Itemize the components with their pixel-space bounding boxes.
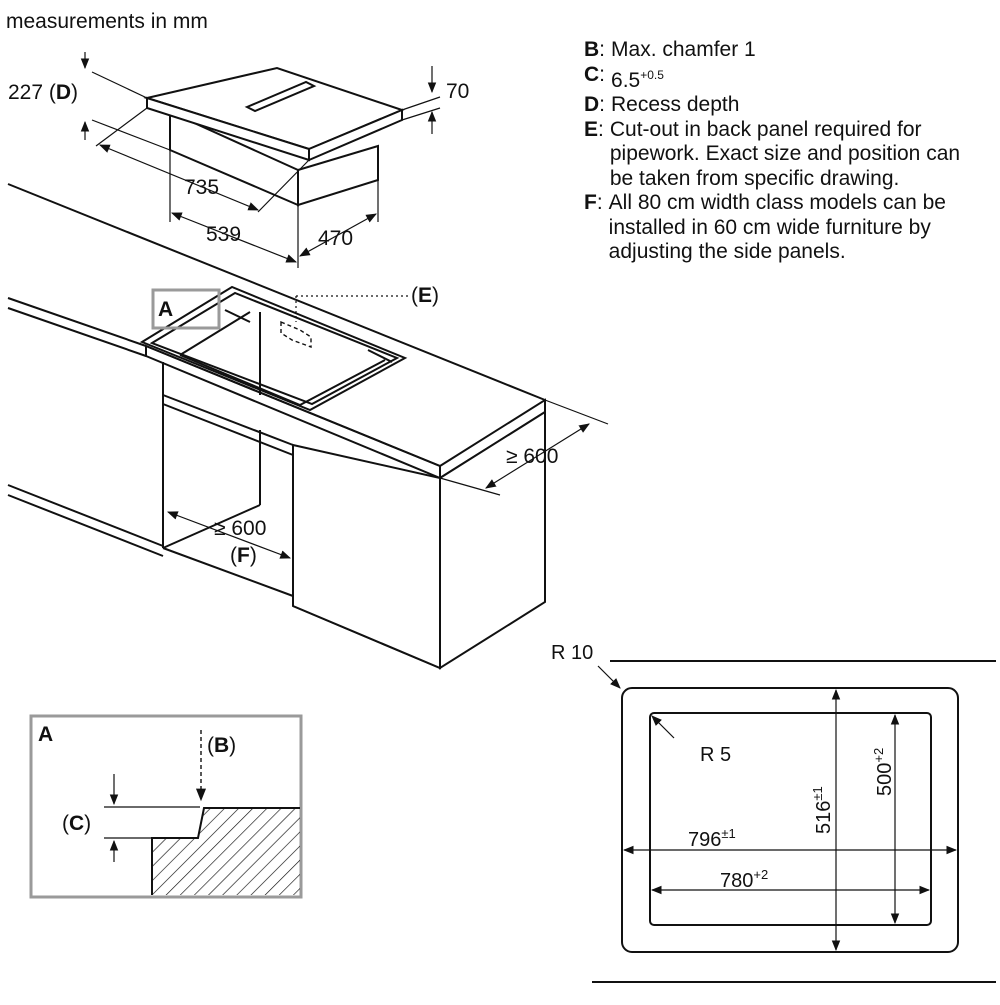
hob-width-label: 735	[184, 176, 219, 199]
inner-cutout-outline	[649, 712, 932, 926]
worktop-depth-dimension-line	[485, 423, 590, 489]
chamfer-ref-label: (B)	[207, 734, 236, 757]
step-ref-label: (C)	[62, 812, 91, 835]
detail-a: A (B) (C)	[29, 714, 303, 899]
back-panel-cutout	[280, 320, 312, 349]
inner-width-label: 780+2	[720, 867, 768, 892]
outer-radius-leader	[597, 665, 621, 689]
hob-drawing: 227 (D) 70 735 539 470	[8, 52, 469, 268]
cabinet-width-label: ≥ 600	[214, 517, 266, 540]
cutout-depth-dimension-line	[299, 213, 377, 257]
back-panel-ref-label: (E)	[411, 284, 439, 307]
cabinet-width-ref-label: (F)	[230, 544, 257, 567]
detail-a-title: A	[38, 723, 53, 746]
legend-item-d: D: Recess depth	[584, 93, 740, 116]
legend-item-c: C: 6.5+0.5	[584, 62, 664, 92]
cutout-width-dimension-line	[170, 212, 298, 263]
legend-item-f: F: All 80 cm width class models can be i…	[584, 191, 946, 263]
outer-radius-label: R 10	[551, 642, 593, 664]
inner-radius-label: R 5	[700, 744, 731, 766]
legend: B: Max. chamfer 1 C: 6.5+0.5 D: Recess d…	[584, 38, 994, 265]
legend-item-b: B: Max. chamfer 1	[584, 38, 756, 61]
cabinet-drawing: A (E) ≥ 600 ≥ 600 (F)	[7, 183, 609, 670]
worktop-section-edge	[151, 807, 300, 895]
outer-width-label: 796±1	[688, 826, 736, 851]
cutout-plan: R 10 R 5 796±1 780+2 516±1 500+2	[551, 642, 996, 983]
cutout-depth-label: 470	[318, 227, 353, 250]
worktop-cutout-outer	[139, 285, 408, 412]
width-dimension-line	[99, 144, 259, 211]
depth-d-label: 227 (D)	[8, 81, 78, 104]
outer-cutout-outline	[621, 687, 959, 953]
hob-height-label: 70	[446, 80, 469, 103]
cutout-width-label: 539	[206, 223, 241, 246]
worktop-cutout-inner	[149, 291, 400, 406]
vent-slot	[244, 80, 317, 113]
legend-item-e: E: Cut-out in back panel required for pi…	[584, 117, 961, 190]
detail-a-frame	[29, 714, 303, 899]
detail-a-marker	[151, 288, 221, 330]
worktop-section-hatch	[152, 808, 300, 895]
outer-depth-label: 516±1	[810, 786, 835, 834]
inner-depth-label: 500+2	[871, 748, 896, 796]
units-note: measurements in mm	[6, 10, 208, 33]
cabinet-front-panel	[292, 443, 441, 670]
worktop-depth-label: ≥ 600	[506, 445, 558, 468]
detail-a-marker-label: A	[158, 298, 173, 321]
cabinet-width-dimension-line	[166, 511, 292, 559]
inner-radius-leader	[651, 715, 675, 739]
